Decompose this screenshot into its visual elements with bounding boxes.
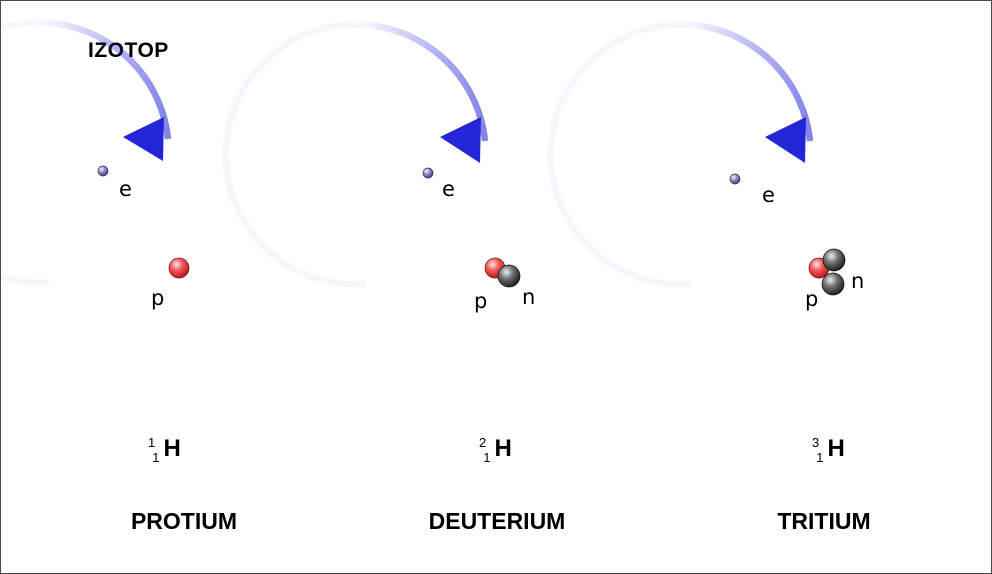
orbit-tritium xyxy=(547,21,814,288)
isotope-symbol: 2 1 H xyxy=(479,434,512,466)
orbit-protium xyxy=(1,19,172,286)
isotope-symbol: 3 1 H xyxy=(812,434,845,466)
proton-label: p xyxy=(805,287,818,311)
isotope-tritium: e p n 3 1 H TRITIUM xyxy=(547,21,871,534)
isotope-symbol: 1 1 H xyxy=(148,434,181,466)
proton xyxy=(168,257,190,279)
electron-label: e xyxy=(442,177,455,201)
element-symbol: H xyxy=(163,435,180,462)
electron xyxy=(422,167,434,179)
element-symbol: H xyxy=(827,435,844,462)
mass-number: 2 xyxy=(479,435,486,450)
isotope-name: TRITIUM xyxy=(777,508,870,534)
neutron xyxy=(821,272,845,296)
atomic-number: 1 xyxy=(483,450,490,465)
electron xyxy=(97,165,109,177)
electron-label: e xyxy=(762,183,775,207)
isotope-deuterium: e p n 2 1 H DEUTERIUM xyxy=(222,21,566,534)
orbit-deuterium xyxy=(222,21,489,288)
neutron-label: n xyxy=(522,285,535,309)
orbit-arc xyxy=(222,21,489,288)
orbit-arrowhead xyxy=(765,117,806,163)
isotope-protium: e p 1 1 H PROTIUM xyxy=(1,19,237,534)
orbit-arc xyxy=(547,21,814,288)
orbit-arc xyxy=(1,19,172,286)
orbit-arrowhead xyxy=(440,117,481,163)
isotope-name: DEUTERIUM xyxy=(429,508,566,534)
proton-label: p xyxy=(474,289,487,313)
electron-label: e xyxy=(119,177,132,201)
atomic-number: 1 xyxy=(816,450,823,465)
orbit-arrowhead xyxy=(123,117,164,161)
electron xyxy=(729,173,741,185)
mass-number: 1 xyxy=(148,435,155,450)
neutron xyxy=(822,248,846,272)
isotope-name: PROTIUM xyxy=(131,508,237,534)
neutron xyxy=(497,264,521,288)
mass-number: 3 xyxy=(812,435,819,450)
neutron-label: n xyxy=(851,269,864,293)
element-symbol: H xyxy=(494,435,511,462)
proton-label: p xyxy=(151,286,164,310)
atomic-number: 1 xyxy=(152,450,159,465)
